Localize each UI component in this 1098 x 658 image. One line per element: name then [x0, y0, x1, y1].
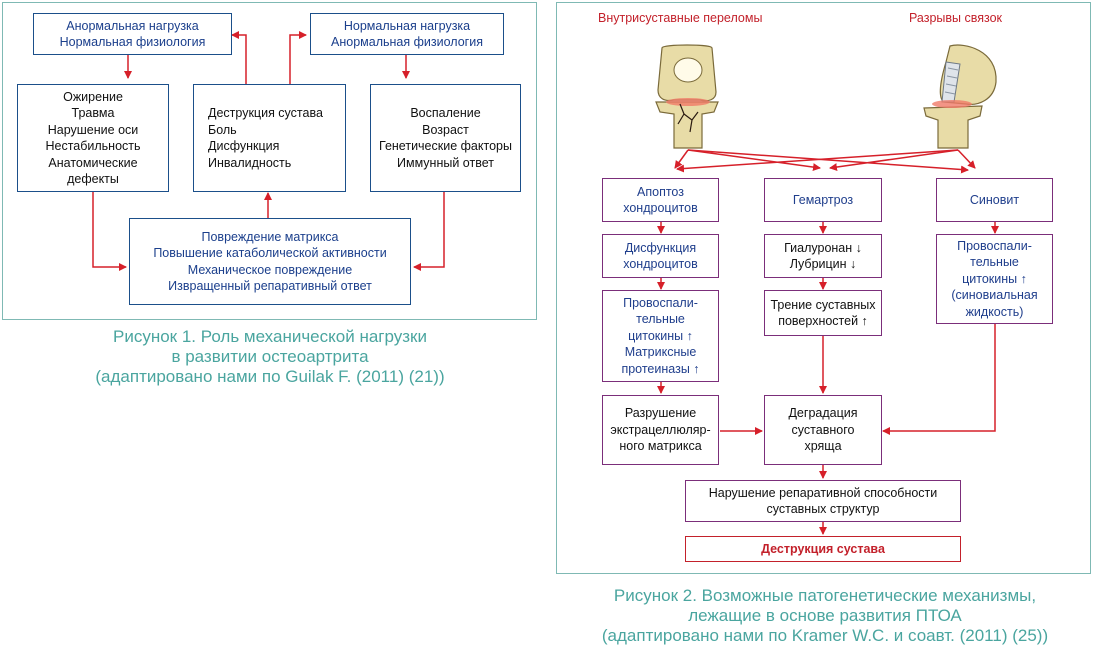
knee-fracture-illustration [655, 44, 719, 149]
ligament-ruptures-label: Разрывы связок [909, 11, 1003, 25]
hemarthrosis-box: Гемартроз [764, 178, 882, 222]
inflammation-box: Воспаление Возраст Генетические факторы … [370, 84, 521, 192]
cartilage-degradation-box: Деградация суставного хряща [764, 395, 882, 465]
chondrocyte-apoptosis-box: Апоптоз хондроцитов [602, 178, 719, 222]
figure1-panel [2, 2, 537, 320]
chondrocyte-dysfunction-box: Дисфункция хондроцитов [602, 234, 719, 278]
hyaluronan-lubricin-box: Гиалуронан ↓ Лубрицин ↓ [764, 234, 882, 278]
figure1-caption: Рисунок 1. Роль механической нагрузки в … [95, 327, 445, 386]
synovial-cytokines-box: Провоспали- тельные цитокины ↑ (синовиал… [936, 234, 1053, 324]
fractures-label: Внутрисуставные переломы [598, 11, 763, 25]
knee-ligament-illustration [923, 44, 997, 149]
figure2-caption: Рисунок 2. Возможные патогенетические ме… [601, 586, 1049, 645]
surface-friction-box: Трение суставных поверхностей ↑ [764, 290, 882, 336]
risk-factors-box: Ожирение Травма Нарушение оси Нестабильн… [17, 84, 169, 192]
ecm-destruction-box: Разрушение экстрацеллюляр- ного матрикса [602, 395, 719, 465]
normal-load-box: Нормальная нагрузка Анормальная физиолог… [310, 13, 504, 55]
matrix-damage-box: Повреждение матрикса Повышение катаболич… [129, 218, 411, 305]
repair-impairment-box: Нарушение репаративной способности суста… [685, 480, 961, 522]
abnormal-load-box: Анормальная нагрузка Нормальная физиолог… [33, 13, 232, 55]
joint-destruction-box: Деструкция сустава Боль Дисфункция Инвал… [193, 84, 346, 192]
joint-destruction-result-box: Деструкция сустава [685, 536, 961, 562]
cytokines-proteinases-box: Провоспали- тельные цитокины ↑ Матриксны… [602, 290, 719, 382]
synovitis-box: Синовит [936, 178, 1053, 222]
figure2-panel [556, 2, 1091, 574]
